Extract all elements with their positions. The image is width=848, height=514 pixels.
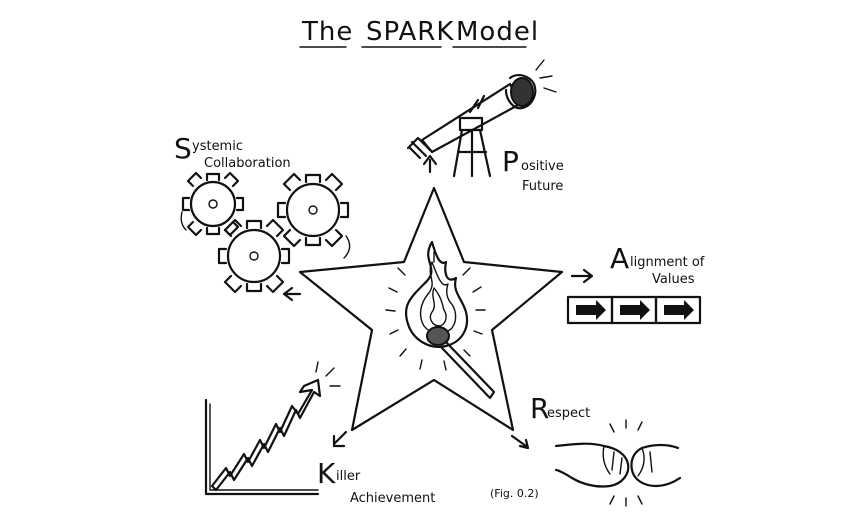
positive-future-initial: P: [502, 145, 519, 178]
systemic-collaboration-line2: Collaboration: [204, 156, 291, 171]
rising-chart-icon: [204, 361, 341, 496]
respect-initial: R: [530, 392, 549, 425]
left-arrow-icon: [282, 286, 302, 302]
aligned-arrows-icon: [566, 295, 702, 325]
diagram-title: The SPARK Model: [299, 17, 539, 48]
alignment-values-line1: lignment of: [630, 255, 705, 270]
figure-caption: (Fig. 0.2): [490, 487, 539, 500]
match-head: [426, 326, 450, 346]
alignment-values-line2: Values: [652, 272, 695, 287]
positive-future-line1: ositive: [521, 159, 564, 174]
title-word-spark: SPARK: [366, 17, 454, 47]
alignment-values-initial: A: [610, 242, 629, 275]
gear-bottom: [217, 218, 291, 294]
central-star: [298, 186, 564, 432]
title-word-the: The: [301, 17, 353, 47]
title-word-model: Model: [456, 17, 539, 47]
gear-top-left: [181, 171, 245, 237]
killer-achievement-line1: iller: [336, 469, 361, 484]
down-right-arrow-icon: [510, 434, 530, 450]
killer-achievement-initial: K: [317, 457, 336, 490]
respect-label: espect: [547, 406, 590, 421]
systemic-collaboration-initial: S: [174, 132, 192, 165]
fist-bump-icon: [554, 419, 682, 507]
positive-future-line2: Future: [522, 179, 563, 194]
gear-top-right: [276, 172, 350, 248]
right-arrow-icon: [570, 268, 594, 284]
systemic-collaboration-line1: ystemic: [192, 139, 243, 154]
down-left-arrow-icon: [332, 430, 348, 448]
up-arrow-icon: [422, 154, 438, 174]
burning-match-icon: [404, 240, 496, 400]
telescope-icon: [406, 59, 557, 178]
killer-achievement-line2: Achievement: [350, 491, 435, 506]
spark-rays: [385, 251, 486, 371]
gears-icon: [180, 171, 351, 294]
